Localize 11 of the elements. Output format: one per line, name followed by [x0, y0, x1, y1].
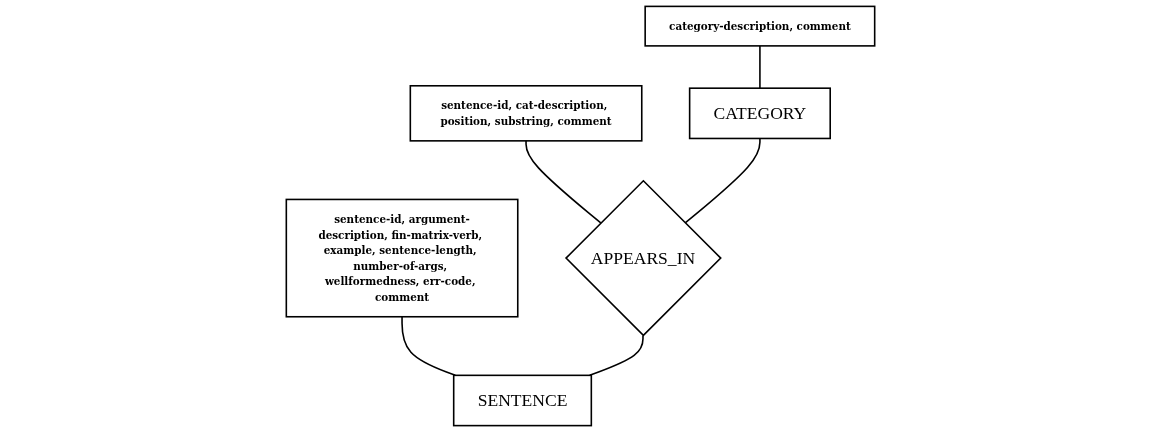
node-diamond: APPEARS_IN — [564, 179, 722, 337]
node-box: category-description, comment — [644, 5, 876, 47]
connector — [525, 140, 602, 224]
connector — [759, 45, 761, 89]
connector — [588, 334, 644, 377]
node-box: sentence-id, argument-description, fin-matrix-verb, example, sentence-length, number-of-args, wellformedness, err-code, comment — [285, 198, 519, 318]
connector — [684, 137, 761, 224]
node-box: CATEGORY — [688, 87, 831, 140]
node-box: SENTENCE — [452, 374, 593, 427]
connector — [401, 315, 457, 377]
node-box: sentence-id, cat-description, position, substring, comment — [409, 85, 643, 142]
